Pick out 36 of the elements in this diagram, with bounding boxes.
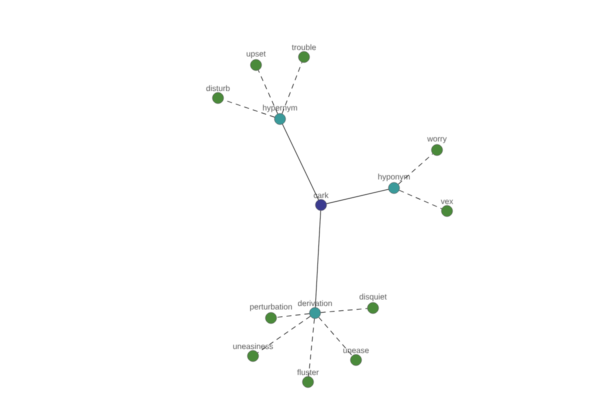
relation-node: hyponym — [378, 174, 410, 194]
node-label: upset — [246, 51, 266, 58]
word-node: unease — [343, 348, 369, 366]
node-label: disturb — [206, 85, 230, 92]
dashed-connector — [398, 153, 434, 185]
dashed-connector — [398, 190, 442, 210]
node-label: trouble — [292, 44, 316, 50]
dashed-connector — [282, 62, 302, 114]
connector — [315, 210, 321, 308]
word-node: trouble — [292, 44, 316, 63]
node-label: disquiet — [360, 294, 387, 302]
word-node: uneasiness — [233, 343, 273, 362]
word-node: disquiet — [360, 294, 387, 314]
node-label: hyponym — [378, 174, 410, 182]
word-node: disturb — [206, 85, 230, 104]
node-label: vex — [440, 200, 454, 204]
word-node: upset — [246, 51, 266, 71]
dashed-connector — [258, 70, 278, 114]
dashed-connector — [257, 316, 311, 354]
word-node: perturbation — [250, 304, 292, 324]
dashed-connector — [318, 317, 353, 356]
word-node: worry — [427, 137, 447, 156]
node-label: fluster — [297, 369, 319, 376]
node-label: perturbation — [250, 304, 292, 312]
word-node: fluster — [297, 369, 319, 388]
dashed-connector — [308, 318, 315, 377]
node-label: hypernym — [262, 104, 298, 112]
connector — [282, 124, 319, 200]
node-label: unease — [343, 348, 369, 354]
dashed-connector — [320, 308, 368, 313]
word-node: vex — [440, 200, 454, 217]
connector — [326, 189, 389, 204]
node-label: uneasiness — [233, 343, 273, 350]
dashed-connector — [276, 313, 310, 318]
node-label: worry — [427, 137, 447, 144]
relation-node: hypernym — [263, 104, 298, 125]
